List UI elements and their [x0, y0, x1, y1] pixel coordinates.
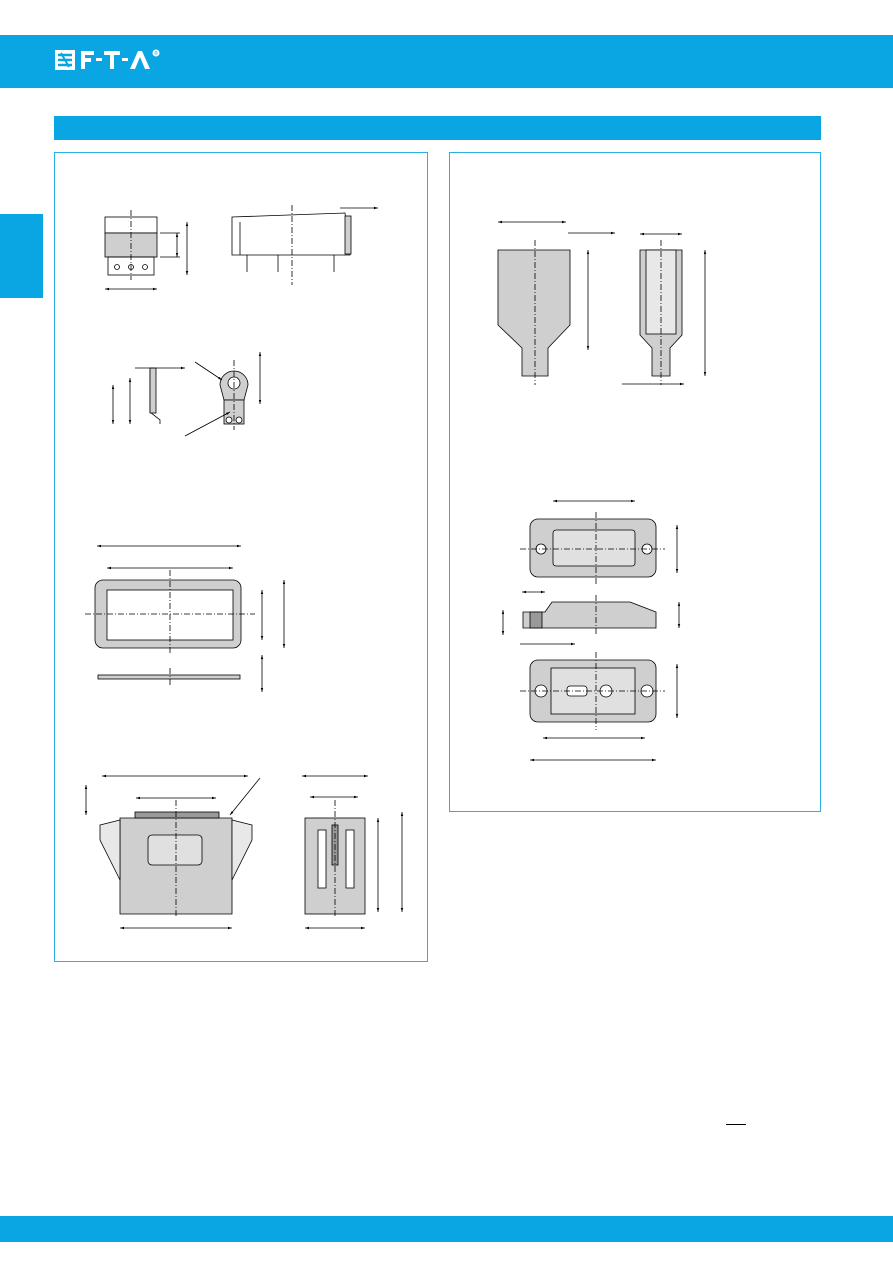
header-band: [0, 35, 893, 88]
flange-top-view: [520, 499, 679, 585]
connector-side-view: [231, 205, 378, 285]
footer-band: [0, 1216, 893, 1242]
bracket-side-view: [111, 366, 185, 424]
boot-front-view: [497, 220, 615, 385]
flange-side-section: [501, 590, 681, 646]
boot-side-view: [622, 232, 707, 386]
frame-edge-view: [97, 655, 264, 692]
page-number-rule: [726, 1124, 746, 1125]
housing-side-section: [302, 774, 404, 930]
connector-front-view: [104, 210, 189, 291]
fta-logo: ®: [55, 49, 160, 70]
side-tab: [0, 214, 43, 298]
bracket-front-view: [184, 352, 262, 437]
section-title-bar: [54, 116, 821, 140]
flange-bottom-view: [520, 652, 679, 762]
frame-top-view: [85, 544, 286, 655]
housing-front-section: [84, 774, 261, 930]
registered-mark: ®: [154, 50, 158, 57]
